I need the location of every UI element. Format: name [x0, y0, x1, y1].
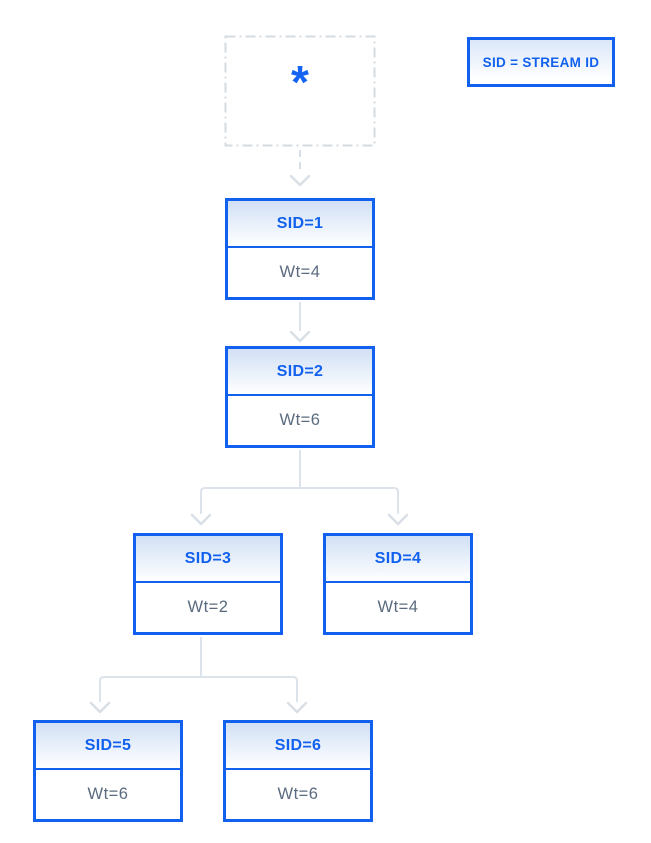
- node-sid-4: SID=4 Wt=4: [323, 533, 473, 635]
- root-dashed-border: [224, 35, 376, 147]
- edge-2-branches: [200, 487, 399, 514]
- legend-text: SID = STREAM ID: [482, 54, 600, 70]
- weight-label: Wt=4: [279, 263, 321, 281]
- arrowhead-icon: [286, 701, 308, 714]
- node-sid-4-header: SID=4: [326, 536, 470, 583]
- weight-label: Wt=6: [279, 411, 321, 429]
- node-sid-1-header: SID=1: [228, 201, 372, 248]
- root-asterisk: *: [291, 56, 309, 108]
- node-sid-4-body: Wt=4: [326, 583, 470, 632]
- node-sid-3-body: Wt=2: [136, 583, 280, 632]
- node-sid-2-header: SID=2: [228, 349, 372, 396]
- node-sid-2: SID=2 Wt=6: [225, 346, 375, 448]
- weight-label: Wt=6: [277, 785, 319, 803]
- node-sid-6-header: SID=6: [226, 723, 370, 770]
- weight-label: Wt=6: [87, 785, 129, 803]
- arrowhead-icon: [289, 174, 311, 187]
- legend: SID = STREAM ID: [467, 37, 615, 87]
- root-node: *: [224, 35, 376, 147]
- node-sid-3-header: SID=3: [136, 536, 280, 583]
- edge-3-branches: [99, 676, 298, 702]
- sid-label: SID=3: [184, 549, 232, 567]
- node-sid-5: SID=5 Wt=6: [33, 720, 183, 822]
- sid-label: SID=4: [374, 549, 422, 567]
- sid-label: SID=2: [276, 362, 324, 380]
- arrowhead-icon: [89, 701, 111, 714]
- sid-label: SID=6: [274, 736, 322, 754]
- arrowhead-icon: [190, 513, 212, 526]
- node-sid-6-body: Wt=6: [226, 770, 370, 819]
- arrowhead-icon: [387, 513, 409, 526]
- arrowhead-icon: [289, 330, 311, 343]
- node-sid-2-body: Wt=6: [228, 396, 372, 445]
- node-sid-1-body: Wt=4: [228, 248, 372, 297]
- node-sid-5-header: SID=5: [36, 723, 180, 770]
- weight-label: Wt=4: [377, 598, 419, 616]
- node-sid-5-body: Wt=6: [36, 770, 180, 819]
- sid-label: SID=5: [84, 736, 132, 754]
- weight-label: Wt=2: [187, 598, 229, 616]
- node-sid-1: SID=1 Wt=4: [225, 198, 375, 300]
- node-sid-3: SID=3 Wt=2: [133, 533, 283, 635]
- sid-label: SID=1: [276, 214, 324, 232]
- node-sid-6: SID=6 Wt=6: [223, 720, 373, 822]
